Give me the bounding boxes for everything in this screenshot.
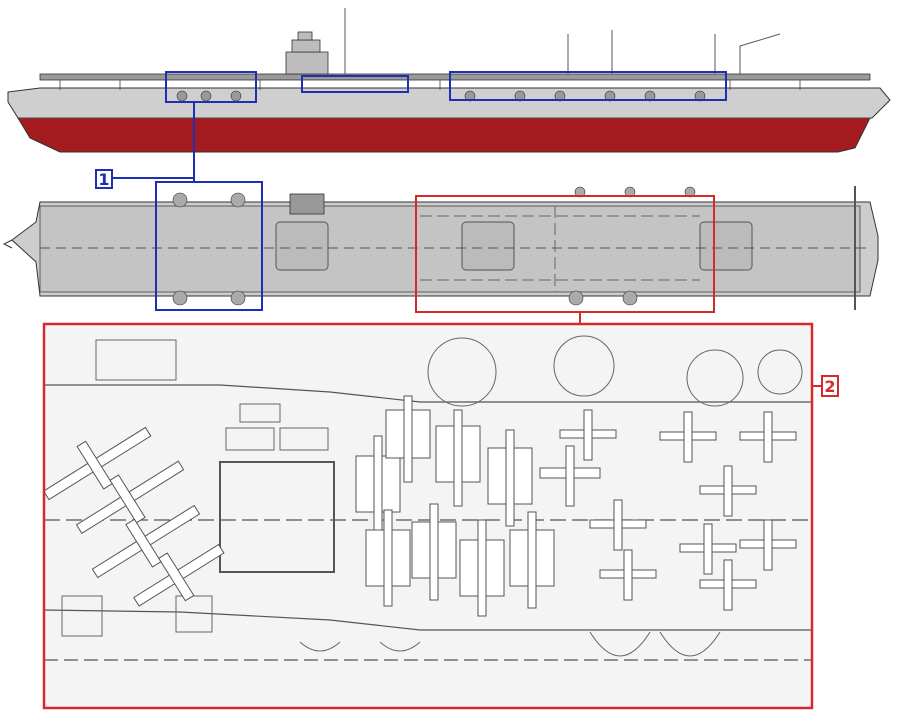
- detail-hatches: [61, 339, 329, 637]
- detail-drawing-bg: [44, 324, 812, 708]
- callout-2-label: 2: [824, 377, 835, 396]
- island-superstructure: [285, 31, 329, 75]
- callout-1-connector: [112, 102, 195, 182]
- hull-red: [17, 117, 871, 153]
- bow-tip: [2, 239, 13, 249]
- gun-tubs-plan: [172, 186, 696, 306]
- aircraft-cluster-center: [355, 395, 601, 617]
- plan-highlight-red: [415, 195, 715, 313]
- detail-drawing-frame: [42, 322, 814, 710]
- gun-sponsons: [176, 90, 706, 102]
- callout-2: 2: [812, 375, 839, 397]
- detail-drawing: [42, 322, 814, 710]
- callout-1-label: 1: [98, 170, 109, 189]
- detail-elevator: [219, 461, 335, 573]
- detail-deck-edges: [43, 384, 812, 661]
- masts: [344, 8, 781, 74]
- side-highlight-boxes: [165, 71, 727, 103]
- aircraft-cluster-left: [42, 426, 225, 607]
- arresting-wires: [420, 206, 700, 292]
- detail-hull-scallops: [299, 631, 721, 657]
- gallery-supports: [59, 80, 801, 90]
- side-profile: [7, 8, 891, 153]
- plan-view: [2, 181, 879, 313]
- parked-aircraft: [42, 395, 797, 617]
- callout-1: 1: [95, 169, 113, 189]
- detail-gun-mounts: [427, 335, 803, 407]
- island-plan: [289, 193, 325, 215]
- aircraft-cluster-right: [559, 409, 797, 611]
- plan-highlight-blue: [155, 181, 263, 311]
- flight-deck-side: [39, 73, 871, 81]
- hull-grey: [7, 87, 891, 119]
